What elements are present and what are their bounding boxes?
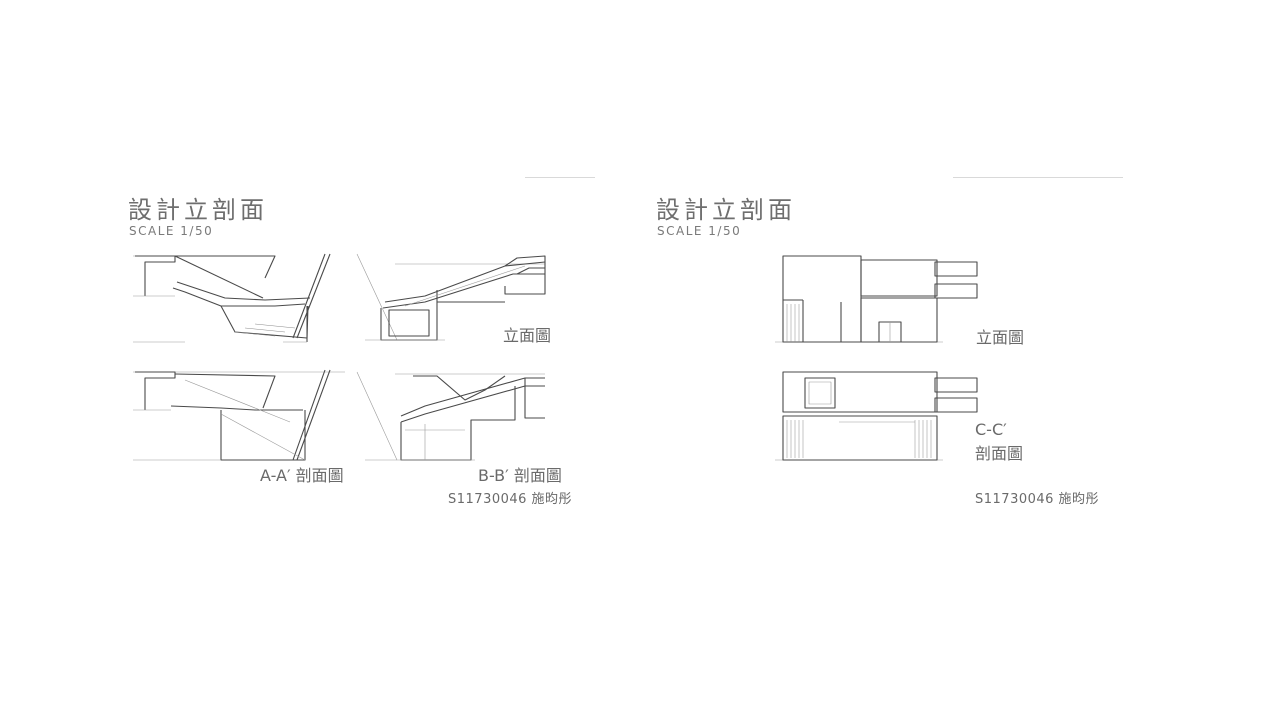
sheet-title: 設計立剖面 bbox=[656, 196, 796, 224]
elevation-drawing-b bbox=[356, 253, 546, 341]
left-sheet: 設計立剖面 SCALE 1/50 bbox=[125, 170, 605, 530]
label-section-a: A-A′ 剖面圖 bbox=[260, 466, 344, 485]
right-sheet-drawings bbox=[775, 255, 978, 461]
scale-label: SCALE 1/50 bbox=[129, 224, 214, 238]
section-drawing-a bbox=[133, 369, 345, 461]
sheet-top-rule bbox=[525, 177, 595, 178]
author-credit: S11730046 施昀彤 bbox=[975, 492, 1100, 507]
right-sheet: 設計立剖面 SCALE 1/50 bbox=[653, 170, 1133, 530]
author-credit: S11730046 施昀彤 bbox=[448, 492, 573, 507]
section-drawing-c bbox=[775, 371, 978, 461]
label-elevation: 立面圖 bbox=[503, 326, 552, 345]
section-drawing-b bbox=[356, 371, 545, 461]
sheet-title: 設計立剖面 bbox=[128, 196, 268, 224]
label-section-c-text: 剖面圖 bbox=[975, 444, 1024, 463]
sheet-top-rule bbox=[953, 177, 1123, 178]
elevation-drawing-c bbox=[775, 255, 978, 343]
left-sheet-drawings bbox=[133, 253, 546, 461]
label-section-b: B-B′ 剖面圖 bbox=[478, 466, 562, 485]
elevation-drawing-a bbox=[133, 253, 331, 343]
scale-label: SCALE 1/50 bbox=[657, 224, 742, 238]
label-section-c-code: C-C′ bbox=[975, 420, 1007, 439]
label-elevation: 立面圖 bbox=[976, 328, 1025, 347]
